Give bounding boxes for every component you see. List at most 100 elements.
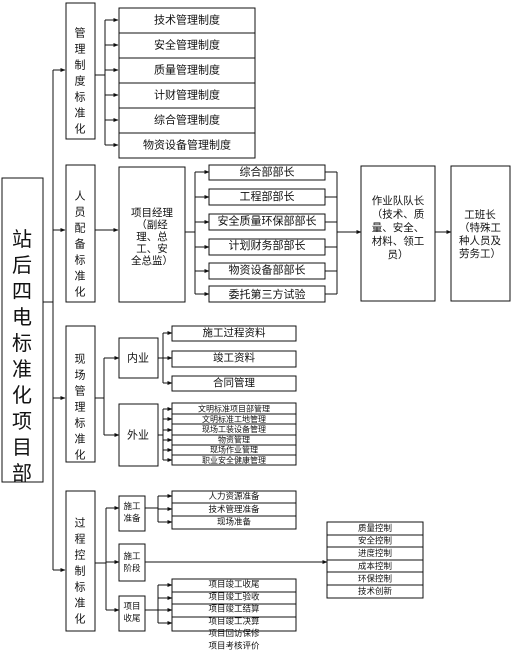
prep-item-label: 现场准备 — [217, 517, 252, 528]
closeout-item-label: 项目回访保修 — [208, 628, 260, 639]
external-item-label: 现场工装设备管理 — [202, 424, 266, 434]
department-label: 工程部部长 — [240, 189, 295, 203]
team-leader-label: 量、安全、 — [372, 221, 425, 234]
management-item-label: 技术管理制度 — [154, 13, 220, 27]
department-label: 物资设备部部长 — [229, 263, 306, 277]
foreman-box — [450, 165, 511, 302]
internal-label: 内业 — [127, 351, 149, 365]
prep-label: 准备 — [123, 513, 141, 524]
foreman-label: 工班长 — [464, 209, 496, 221]
personnel-label: 配 — [75, 222, 86, 235]
stage-label: 阶段 — [123, 563, 141, 574]
stage-item-label: 技术创新 — [358, 586, 393, 597]
personnel-label: 准 — [75, 270, 86, 283]
root-label: 后 — [12, 253, 32, 277]
stage-item-label: 安全控制 — [358, 536, 392, 547]
manager-label: 工、安 — [136, 242, 168, 255]
department-label: 计划财务部部长 — [229, 238, 306, 252]
closeout-item-label: 项目竣工验收 — [208, 591, 260, 602]
stage-box — [118, 543, 146, 582]
department-box — [208, 285, 326, 303]
manager-label: 项目经理 — [131, 206, 173, 219]
root-label: 四 — [12, 279, 32, 303]
process-label: 准 — [75, 597, 86, 610]
site-label: 化 — [75, 448, 86, 462]
stage-item-label: 成本控制 — [358, 561, 392, 572]
foreman-label: （特殊工 — [459, 221, 501, 234]
personnel-label: 员 — [75, 206, 86, 219]
root-label: 电 — [12, 305, 32, 329]
prep-box — [118, 495, 146, 532]
root-label: 化 — [12, 383, 32, 407]
root-label: 标 — [12, 331, 32, 355]
management-label: 标 — [75, 90, 86, 104]
root-label: 项 — [12, 409, 32, 433]
process-label: 化 — [75, 612, 86, 626]
department-box — [208, 262, 326, 280]
personnel-box — [65, 164, 96, 303]
prep-item-label: 人力资源准备 — [208, 491, 260, 502]
external-item-label: 职业安全健康管理 — [202, 455, 266, 465]
process-label: 程 — [75, 533, 86, 546]
management-label: 准 — [75, 107, 86, 120]
department-box — [208, 188, 326, 206]
node-labels: 站后四电标准化项目部管理制度标准化技术管理制度安全管理制度质量管理制度计财管理制… — [12, 13, 501, 652]
stage-label: 施工 — [123, 551, 141, 562]
closeout-item-label: 项目竣工收尾 — [208, 579, 260, 590]
department-box — [208, 238, 326, 256]
personnel-label: 备 — [75, 237, 86, 251]
department-label: 综合部部长 — [240, 165, 295, 179]
personnel-label: 化 — [75, 285, 86, 299]
management-label: 管 — [75, 26, 86, 40]
site-label: 准 — [75, 433, 86, 446]
closeout-item-label: 项目竣工结算 — [208, 604, 260, 615]
personnel-label: 标 — [75, 253, 86, 267]
closeout-label: 收尾 — [123, 613, 141, 624]
manager-label: 全总监） — [131, 254, 173, 267]
root-label: 站 — [12, 227, 32, 251]
internal-item-box — [171, 375, 297, 392]
manager-box — [118, 166, 186, 303]
site-label: 场 — [75, 368, 86, 382]
process-label: 标 — [75, 580, 86, 594]
site-label: 理 — [75, 401, 86, 414]
site-box — [65, 325, 96, 463]
team-leader-box — [360, 165, 436, 302]
management-item-label: 安全管理制度 — [154, 38, 220, 52]
team-leader-label: 材料、领工 — [372, 235, 425, 248]
closeout-label: 项目 — [123, 602, 140, 612]
management-item-label: 综合管理制度 — [154, 113, 220, 127]
site-label: 管 — [75, 384, 86, 398]
management-label: 度 — [75, 74, 86, 88]
external-item-label: 文明标准项目部管理 — [198, 404, 270, 414]
root-label: 目 — [12, 435, 32, 459]
root-label: 准 — [12, 357, 32, 381]
internal-item-box — [171, 350, 297, 368]
external-item-label: 物资管理 — [218, 434, 250, 444]
management-label: 化 — [75, 122, 86, 136]
stage-item-label: 环保控制 — [358, 573, 392, 584]
site-label: 现 — [75, 353, 86, 366]
department-label: 委托第三方试验 — [229, 287, 306, 301]
prep-item-label: 技术管理准备 — [208, 504, 260, 515]
process-label: 制 — [75, 565, 86, 578]
site-label: 标 — [75, 416, 86, 430]
external-label: 外业 — [127, 429, 149, 442]
closeout-item-label: 项目考核评价 — [208, 641, 260, 652]
prep-items-box — [171, 490, 297, 530]
manager-label: （副经 — [136, 218, 168, 231]
process-label: 过 — [75, 517, 86, 530]
closeout-box — [118, 595, 146, 632]
internal-item-label: 合同管理 — [213, 376, 255, 389]
personnel-label: 人 — [75, 190, 86, 203]
internal-item-label: 施工过程资料 — [203, 326, 266, 339]
node-boxes — [1, 2, 511, 632]
team-leader-label: 员） — [388, 249, 409, 261]
closeout-items-box — [171, 578, 297, 632]
closeout-item-label: 项目竣工决算 — [208, 616, 260, 627]
department-label: 安全质量环保部部长 — [218, 214, 317, 228]
stage-item-label: 质量控制 — [358, 523, 392, 534]
management-label: 制 — [75, 59, 86, 72]
